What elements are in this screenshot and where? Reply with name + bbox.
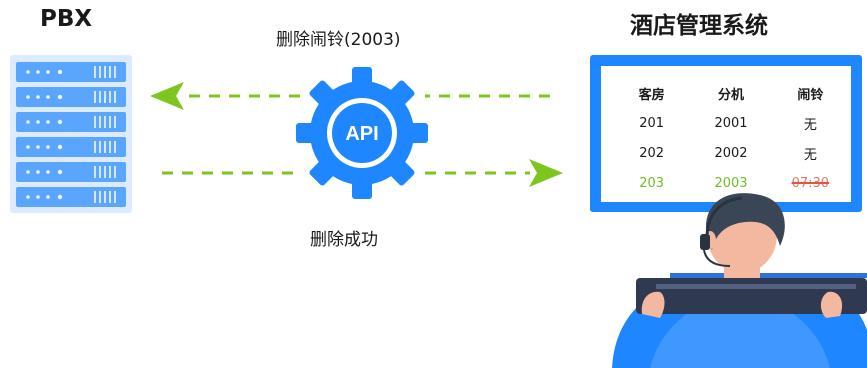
room-cell: 201 [639, 115, 665, 131]
delete-alarm-request-label: 删除闹铃(2003) [276, 30, 401, 50]
pbx-title: PBX [40, 6, 93, 32]
delete-success-label: 删除成功 [310, 230, 378, 250]
table-header-row: 客房 分机 闹铃 [612, 78, 850, 108]
table-row: 201 2001 无 [612, 108, 850, 138]
room-cell: 202 [639, 145, 665, 161]
column-header-room: 客房 [638, 87, 665, 103]
alarm-cell: 无 [803, 147, 817, 163]
room-alarm-table: 客房 分机 闹铃 201 2001 无 202 2002 无 203 2003 … [612, 78, 850, 198]
api-label: API [345, 123, 378, 145]
pbx-server-icon [10, 55, 132, 213]
response-arrow-right [162, 159, 563, 187]
table-row-highlighted: 203 2003 07:30 [612, 168, 850, 198]
operator-person-illustration [612, 193, 867, 368]
request-arrow-left [150, 82, 550, 110]
column-header-alarm: 闹铃 [797, 87, 824, 103]
hotel-system-title: 酒店管理系统 [630, 13, 768, 39]
column-header-extension: 分机 [717, 87, 744, 103]
extension-cell: 2001 [714, 115, 748, 131]
hotel-monitor [590, 55, 862, 212]
extension-cell: 2002 [714, 145, 748, 161]
api-gear-icon: API [296, 67, 428, 199]
room-cell: 203 [639, 175, 665, 191]
alarm-cell: 无 [803, 117, 817, 133]
table-row: 202 2002 无 [612, 138, 850, 168]
deleted-alarm-cell: 07:30 [791, 175, 830, 191]
extension-cell: 2003 [714, 175, 748, 191]
